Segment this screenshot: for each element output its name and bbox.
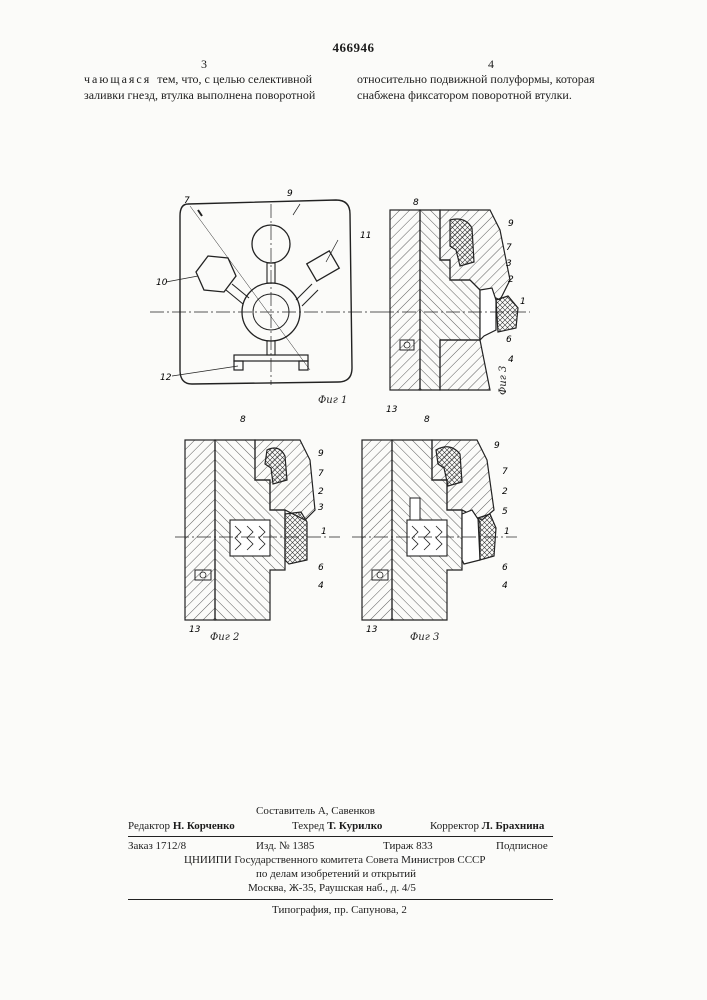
ref-label: 3: [506, 259, 512, 269]
techred-label: Техред: [292, 820, 324, 832]
org-line-1: ЦНИИПИ Государственного комитета Совета …: [184, 854, 486, 866]
typography-line: Типография, пр. Сапунова, 2: [272, 904, 407, 916]
ref-label: 13: [189, 625, 201, 635]
org-line-3: Москва, Ж-35, Раушская наб., д. 4/5: [248, 882, 416, 894]
figure-3: 8 9 7 2 5 1 6 4 13: [352, 410, 517, 635]
column-number-right: 4: [488, 57, 494, 72]
compiler-line: Составитель А, Савенков: [256, 805, 375, 817]
ref-label: 10: [156, 278, 168, 288]
left-column-text: чающаяся тем, что, с целью селективной з…: [84, 71, 315, 103]
corrector-name: Л. Брахнина: [482, 820, 545, 832]
divider: [128, 899, 553, 900]
ref-label: 5: [502, 507, 508, 517]
ref-label: 8: [424, 415, 430, 425]
corrector-label: Корректор: [430, 820, 479, 832]
patent-number: 466946: [0, 40, 707, 56]
ref-label: 6: [506, 335, 512, 345]
left-column-line-1: чающаяся тем, что, с целью селективной: [84, 71, 315, 87]
figure-2: 8 9 7 2 3 1 6 4 13: [175, 410, 340, 635]
techred-name: Т. Курилко: [327, 820, 382, 832]
ref-label: 13: [366, 625, 378, 635]
right-column-line-1: относительно подвижной полуформы, котора…: [357, 71, 595, 87]
ref-label: 1: [321, 527, 327, 537]
figure-2-caption: Фиг 2: [210, 632, 239, 643]
izd-number: Изд. № 1385: [256, 840, 314, 852]
editor-name: Н. Корченко: [173, 820, 235, 832]
ref-label: 7: [506, 243, 512, 253]
ref-label: 2: [508, 275, 514, 285]
ref-label: 6: [318, 563, 324, 573]
editor-credit: Редактор Н. Корченко: [128, 820, 235, 832]
ref-label: 3: [318, 503, 324, 513]
left-line-1-rest: тем, что, с целью селективной: [157, 72, 312, 86]
ref-label: 7: [184, 196, 190, 206]
ref-label: 4: [318, 581, 324, 591]
figure-3-side-caption: Фиг 3: [498, 366, 509, 395]
ref-label: 8: [413, 198, 419, 208]
editor-label: Редактор: [128, 820, 170, 832]
ref-label: 11: [360, 231, 371, 241]
right-column-line-2: снабжена фиксатором поворотной втулки.: [357, 87, 595, 103]
corrector-credit: Корректор Л. Брахнина: [430, 820, 544, 832]
ref-label: 6: [502, 563, 508, 573]
tirazh: Тираж 833: [383, 840, 433, 852]
figure-3-caption: Фиг 3: [410, 632, 439, 643]
ref-label: 9: [494, 441, 500, 451]
ref-label: 1: [520, 297, 526, 307]
podpisnoe: Подписное: [496, 840, 548, 852]
figure-1: 7 9 10 11 12: [150, 180, 380, 410]
left-column-line-2: заливки гнезд, втулка выполнена поворотн…: [84, 87, 315, 103]
ref-label: 7: [318, 469, 324, 479]
ref-label: 9: [318, 449, 324, 459]
ref-label: 2: [502, 487, 508, 497]
divider: [128, 836, 553, 837]
ref-label: 12: [160, 373, 172, 383]
techred-credit: Техред Т. Курилко: [292, 820, 382, 832]
ref-label: 9: [508, 219, 514, 229]
figure-1-caption: Фиг 1: [318, 395, 347, 406]
ref-label: 4: [502, 581, 508, 591]
org-line-2: по делам изобретений и открытий: [256, 868, 416, 880]
ref-label: 8: [240, 415, 246, 425]
column-number-left: 3: [201, 57, 207, 72]
ref-label: 1: [504, 527, 510, 537]
ref-label: 7: [502, 467, 508, 477]
ref-label: 4: [508, 355, 514, 365]
ref-label: 9: [287, 189, 293, 199]
emphasized-word: чающаяся: [84, 72, 151, 86]
order-number: Заказ 1712/8: [128, 840, 186, 852]
right-column-text: относительно подвижной полуформы, котора…: [357, 71, 595, 103]
ref-label: 2: [318, 487, 324, 497]
